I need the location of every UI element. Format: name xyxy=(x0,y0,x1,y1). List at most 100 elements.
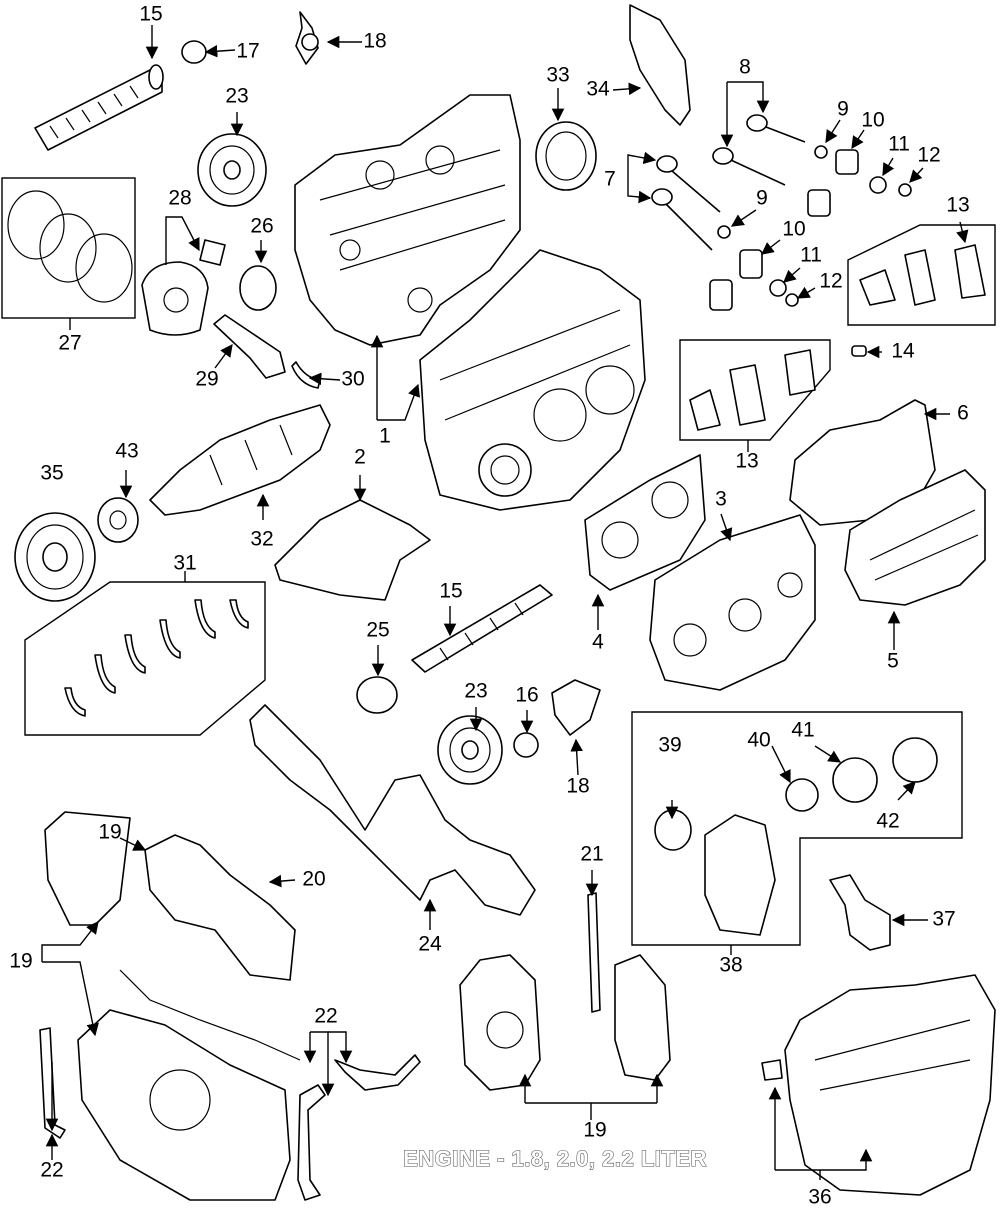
callout-43: 43 xyxy=(115,440,138,463)
callout-21: 21 xyxy=(580,843,603,866)
center-cover-port xyxy=(486,1011,524,1049)
callout-26: 26 xyxy=(250,215,273,238)
callout-41: 41 xyxy=(791,719,814,742)
callout-6: 6 xyxy=(957,402,969,425)
rocker-arms-right xyxy=(859,244,986,306)
cylinder-head xyxy=(649,514,816,691)
callout-18-top: 18 xyxy=(363,30,386,53)
callout-35: 35 xyxy=(40,462,63,485)
camshaft-lower xyxy=(411,584,553,673)
drain-plug xyxy=(761,1059,783,1081)
connecting-rod xyxy=(213,314,286,379)
callout-20: 20 xyxy=(302,868,325,891)
callout-11-mid: 11 xyxy=(800,244,822,267)
callout-24: 24 xyxy=(418,933,442,956)
oil-strainer xyxy=(829,874,891,951)
callout-29: 29 xyxy=(195,368,218,391)
cover-34 xyxy=(629,4,691,126)
callout-3: 3 xyxy=(715,488,727,511)
callouts: 1 2 3 4 5 6 7 8 9 9 10 10 11 11 12 12 13… xyxy=(9,3,969,1209)
cover-port xyxy=(149,1069,211,1131)
piston-rings-box xyxy=(1,177,136,319)
timing-cover-center-right xyxy=(614,954,671,1081)
callout-11-top: 11 xyxy=(888,133,910,156)
callout-40: 40 xyxy=(747,729,770,752)
engine-block-lower xyxy=(419,249,646,511)
callout-15-top: 15 xyxy=(139,3,162,26)
callout-1: 1 xyxy=(379,425,391,448)
timing-cover-upper-left xyxy=(44,811,131,926)
seal-17 xyxy=(181,40,207,64)
rod-bearing xyxy=(291,361,321,389)
head-gasket xyxy=(584,454,706,591)
oil-pump-box xyxy=(631,711,963,946)
oil-seal-33 xyxy=(535,121,597,191)
diagram-caption: ENGINE - 1.8, 2.0, 2.2 LITER xyxy=(403,1146,707,1171)
callout-23-lower: 23 xyxy=(464,680,487,703)
callout-8: 8 xyxy=(739,56,751,79)
callout-22-left: 22 xyxy=(40,1159,63,1182)
callout-39: 39 xyxy=(658,734,681,757)
callout-13-left: 13 xyxy=(735,450,758,473)
callout-2: 2 xyxy=(354,446,366,469)
callout-9-top: 9 xyxy=(837,98,849,121)
callout-13-right: 13 xyxy=(946,194,969,217)
rocker-arms-left xyxy=(689,349,816,431)
callout-36: 36 xyxy=(808,1186,831,1209)
valve-cover xyxy=(844,469,986,606)
callout-31: 31 xyxy=(173,552,196,575)
piston-rings xyxy=(7,190,133,303)
valve-keepers-springs xyxy=(709,145,912,311)
callout-15-lower: 15 xyxy=(439,580,462,603)
seal-16 xyxy=(513,732,539,758)
crank-pulley xyxy=(14,512,96,602)
crankshaft xyxy=(149,404,331,516)
callout-37: 37 xyxy=(932,908,955,931)
seal-strip-21 xyxy=(587,892,601,1013)
leader-lines xyxy=(41,25,969,1180)
engine-block-upper xyxy=(294,94,521,346)
gasket-strip xyxy=(119,969,301,1061)
callout-10-mid: 10 xyxy=(782,218,805,241)
callout-12-top: 12 xyxy=(917,144,940,167)
valve-cover-gasket xyxy=(789,399,936,526)
callout-32: 32 xyxy=(250,528,273,551)
piston xyxy=(141,239,226,336)
callout-14: 14 xyxy=(891,340,915,363)
timing-cover-center-left xyxy=(459,954,541,1091)
cam-sprocket-upper xyxy=(197,133,267,207)
timing-belt xyxy=(249,704,536,916)
oil-pump xyxy=(654,737,938,936)
callout-18-lower: 18 xyxy=(566,775,589,798)
timing-cover-lower xyxy=(77,1009,291,1201)
callout-19-left: 19 xyxy=(9,950,32,973)
callout-34: 34 xyxy=(586,78,610,101)
callout-4: 4 xyxy=(592,631,604,654)
tensioner-18 xyxy=(551,679,601,736)
callout-27: 27 xyxy=(58,332,81,355)
callout-25: 25 xyxy=(366,619,389,642)
part-25 xyxy=(356,676,398,714)
callout-30: 30 xyxy=(341,368,364,391)
callout-9-mid: 9 xyxy=(756,187,768,210)
part-26 xyxy=(239,265,277,311)
crank-sprocket xyxy=(97,497,139,543)
callout-19-bottom: 19 xyxy=(583,1119,606,1142)
callout-19-upper: 19 xyxy=(98,821,121,844)
seal-strip-22-right xyxy=(334,1054,421,1091)
valves xyxy=(651,114,806,251)
callout-12-mid: 12 xyxy=(819,270,842,293)
camshaft-upper xyxy=(34,64,164,151)
oil-pan xyxy=(784,974,996,1196)
bracket-2 xyxy=(274,499,431,601)
rocker-arm-box-left xyxy=(679,339,831,441)
callout-33: 33 xyxy=(546,64,569,87)
timing-cover-20 xyxy=(144,834,296,981)
pin-14 xyxy=(851,345,867,357)
callout-38: 38 xyxy=(719,954,742,977)
callout-42: 42 xyxy=(876,810,899,833)
main-bearings xyxy=(64,599,249,717)
seal-strip-22-mid xyxy=(297,1084,326,1201)
callout-5: 5 xyxy=(887,650,899,673)
